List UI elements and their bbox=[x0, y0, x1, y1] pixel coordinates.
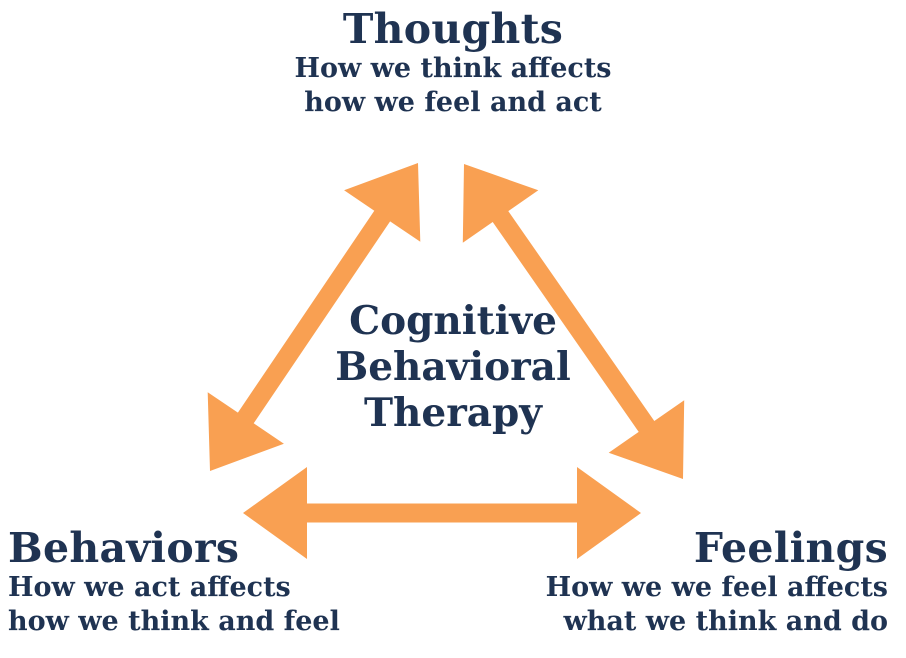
behaviors-title: Behaviors bbox=[8, 524, 240, 572]
thoughts-description-line-2: how we feel and act bbox=[304, 87, 602, 118]
center-label-line-3: Therapy bbox=[364, 390, 542, 436]
arrow-behaviors-feelings bbox=[243, 467, 641, 559]
arrow-thoughts-feelings bbox=[462, 164, 685, 479]
center-label: Cognitive Behavioral Therapy bbox=[0, 298, 906, 436]
feelings-title: Feelings bbox=[693, 524, 888, 572]
thoughts-description-line-1: How we think affects bbox=[294, 53, 612, 84]
node-behaviors: Behaviors How we act affects how we thin… bbox=[8, 525, 340, 639]
node-thoughts: Thoughts How we think affects how we fee… bbox=[0, 6, 906, 120]
behaviors-description-line-1: How we act affects bbox=[8, 572, 291, 603]
feelings-description-line-1: How we we feel affects bbox=[545, 572, 888, 603]
center-label-line-1: Cognitive bbox=[349, 298, 557, 344]
arrow-behaviors-thoughts bbox=[207, 163, 421, 471]
behaviors-description-line-2: how we think and feel bbox=[8, 606, 340, 637]
node-feelings: Feelings How we we feel affects what we … bbox=[546, 525, 888, 639]
thoughts-title: Thoughts bbox=[342, 5, 564, 53]
feelings-description-line-2: what we think and do bbox=[563, 606, 888, 637]
center-label-line-2: Behavioral bbox=[335, 344, 571, 390]
